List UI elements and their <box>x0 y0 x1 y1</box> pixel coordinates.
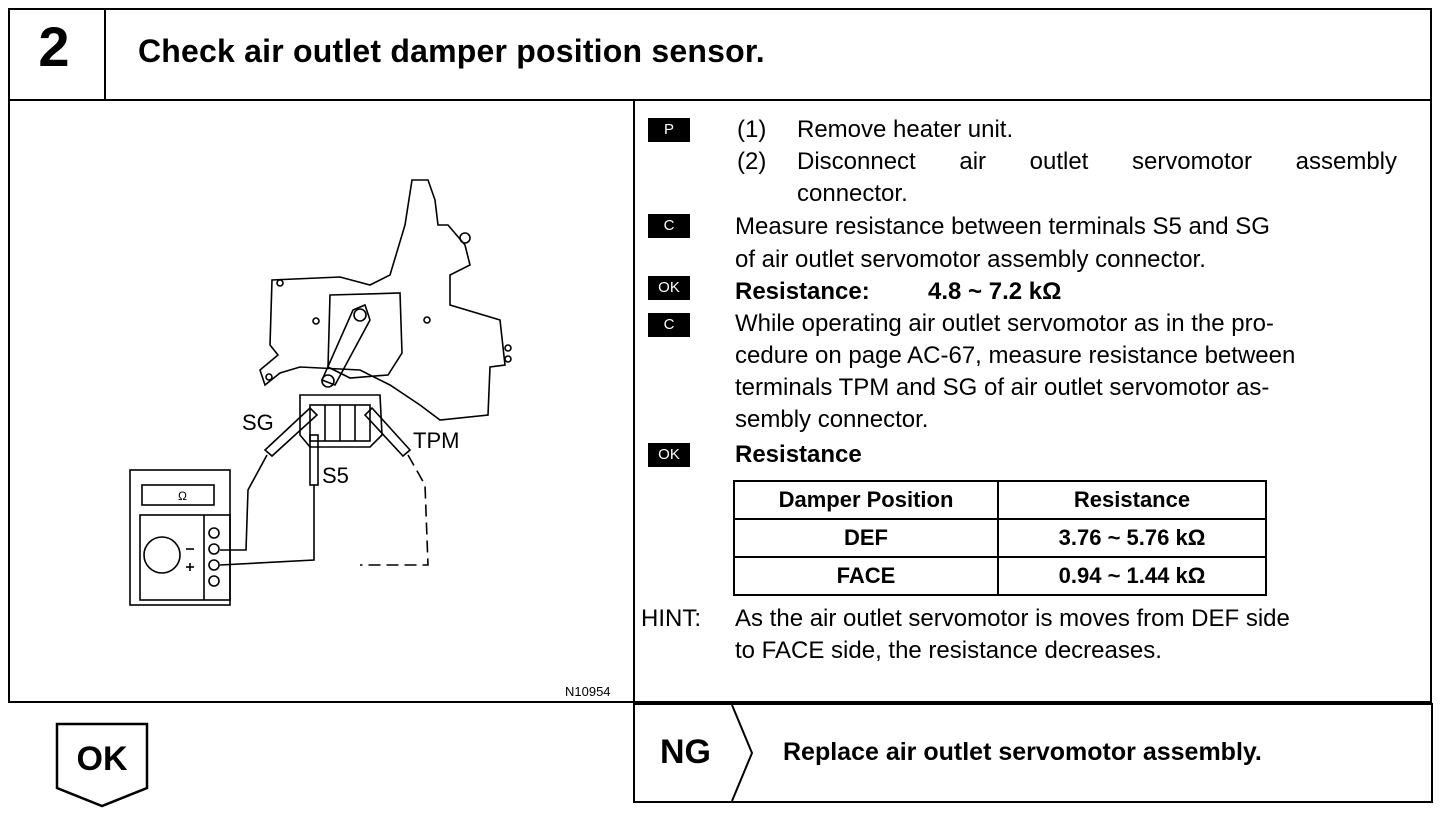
step-p1-num: (1) <box>737 116 767 143</box>
table-cell: 0.94 ~ 1.44 kΩ <box>997 556 1267 596</box>
resistance-table: Damper Position Resistance DEF 3.76 ~ 5.… <box>733 480 1267 596</box>
sensor-diagram: Ω SG S5 TPM <box>129 179 512 606</box>
tag-c: C <box>648 214 690 238</box>
column-divider <box>633 101 635 803</box>
label-s5: S5 <box>322 463 349 488</box>
label-sg: SG <box>242 410 274 435</box>
label-tpm: TPM <box>413 428 459 453</box>
chevron-right-icon <box>731 705 754 801</box>
step-c2-line3: terminals TPM and SG of air outlet servo… <box>735 374 1270 401</box>
probe-sg <box>263 406 319 458</box>
step-header <box>8 8 1432 101</box>
resistance-value: 4.8 ~ 7.2 kΩ <box>928 278 1062 305</box>
table-cell: DEF <box>733 518 999 558</box>
resistance-label: Resistance: <box>735 278 870 305</box>
table-row: DEF 3.76 ~ 5.76 kΩ <box>733 518 1267 558</box>
page-title: Check air outlet damper position sensor. <box>138 33 765 69</box>
ng-action-text: Replace air outlet servomotor assembly. <box>783 738 1262 766</box>
tag-p: P <box>648 118 690 142</box>
tag-ok-2: OK <box>648 443 690 467</box>
step-c2-line4: sembly connector. <box>735 406 929 433</box>
step-c2-line1: While operating air outlet servomotor as… <box>735 310 1274 337</box>
column-header: Resistance <box>997 480 1267 520</box>
ok-result-box <box>55 722 149 808</box>
heater-bracket <box>259 179 506 421</box>
tag-ok: OK <box>648 276 690 300</box>
table-header-row: Damper Position Resistance <box>733 480 1267 520</box>
main-frame <box>8 101 1432 703</box>
step-c2-line2: cedure on page AC-67, measure resistance… <box>735 342 1296 369</box>
step-c1-line2: of air outlet servomotor assembly connec… <box>735 246 1206 273</box>
step-number: 2 <box>38 15 70 78</box>
hint-line2: to FACE side, the resistance decreases. <box>735 637 1162 664</box>
table-row: FACE 0.94 ~ 1.44 kΩ <box>733 556 1267 596</box>
hint-line1: As the air outlet servomotor is moves fr… <box>735 605 1290 632</box>
step-number-box <box>8 8 106 101</box>
step-p2-num: (2) <box>737 148 767 175</box>
meter-ohm-symbol: Ω <box>178 489 187 503</box>
ok-label: OK <box>76 740 128 778</box>
step-p2-line1: Disconnect air outlet servomotor assembl… <box>797 148 1397 175</box>
figure-code: N10954 <box>565 684 611 699</box>
table-cell: 3.76 ~ 5.76 kΩ <box>997 518 1267 558</box>
step-p2-line2: connector. <box>797 180 908 207</box>
damper-lever <box>320 303 371 386</box>
table-cell: FACE <box>733 556 999 596</box>
tag-c-2: C <box>648 313 690 337</box>
step-c1-line1: Measure resistance between terminals S5 … <box>735 213 1270 240</box>
probe-tpm <box>363 406 412 458</box>
column-header: Damper Position <box>733 480 999 520</box>
ng-result-box <box>633 703 1433 803</box>
step-p1-text: Remove heater unit. <box>797 116 1014 143</box>
resistance-heading: Resistance <box>735 441 862 468</box>
ng-label: NG <box>660 733 711 771</box>
hint-label: HINT: <box>641 605 701 632</box>
connector <box>299 394 383 448</box>
probe-s5 <box>309 434 319 486</box>
